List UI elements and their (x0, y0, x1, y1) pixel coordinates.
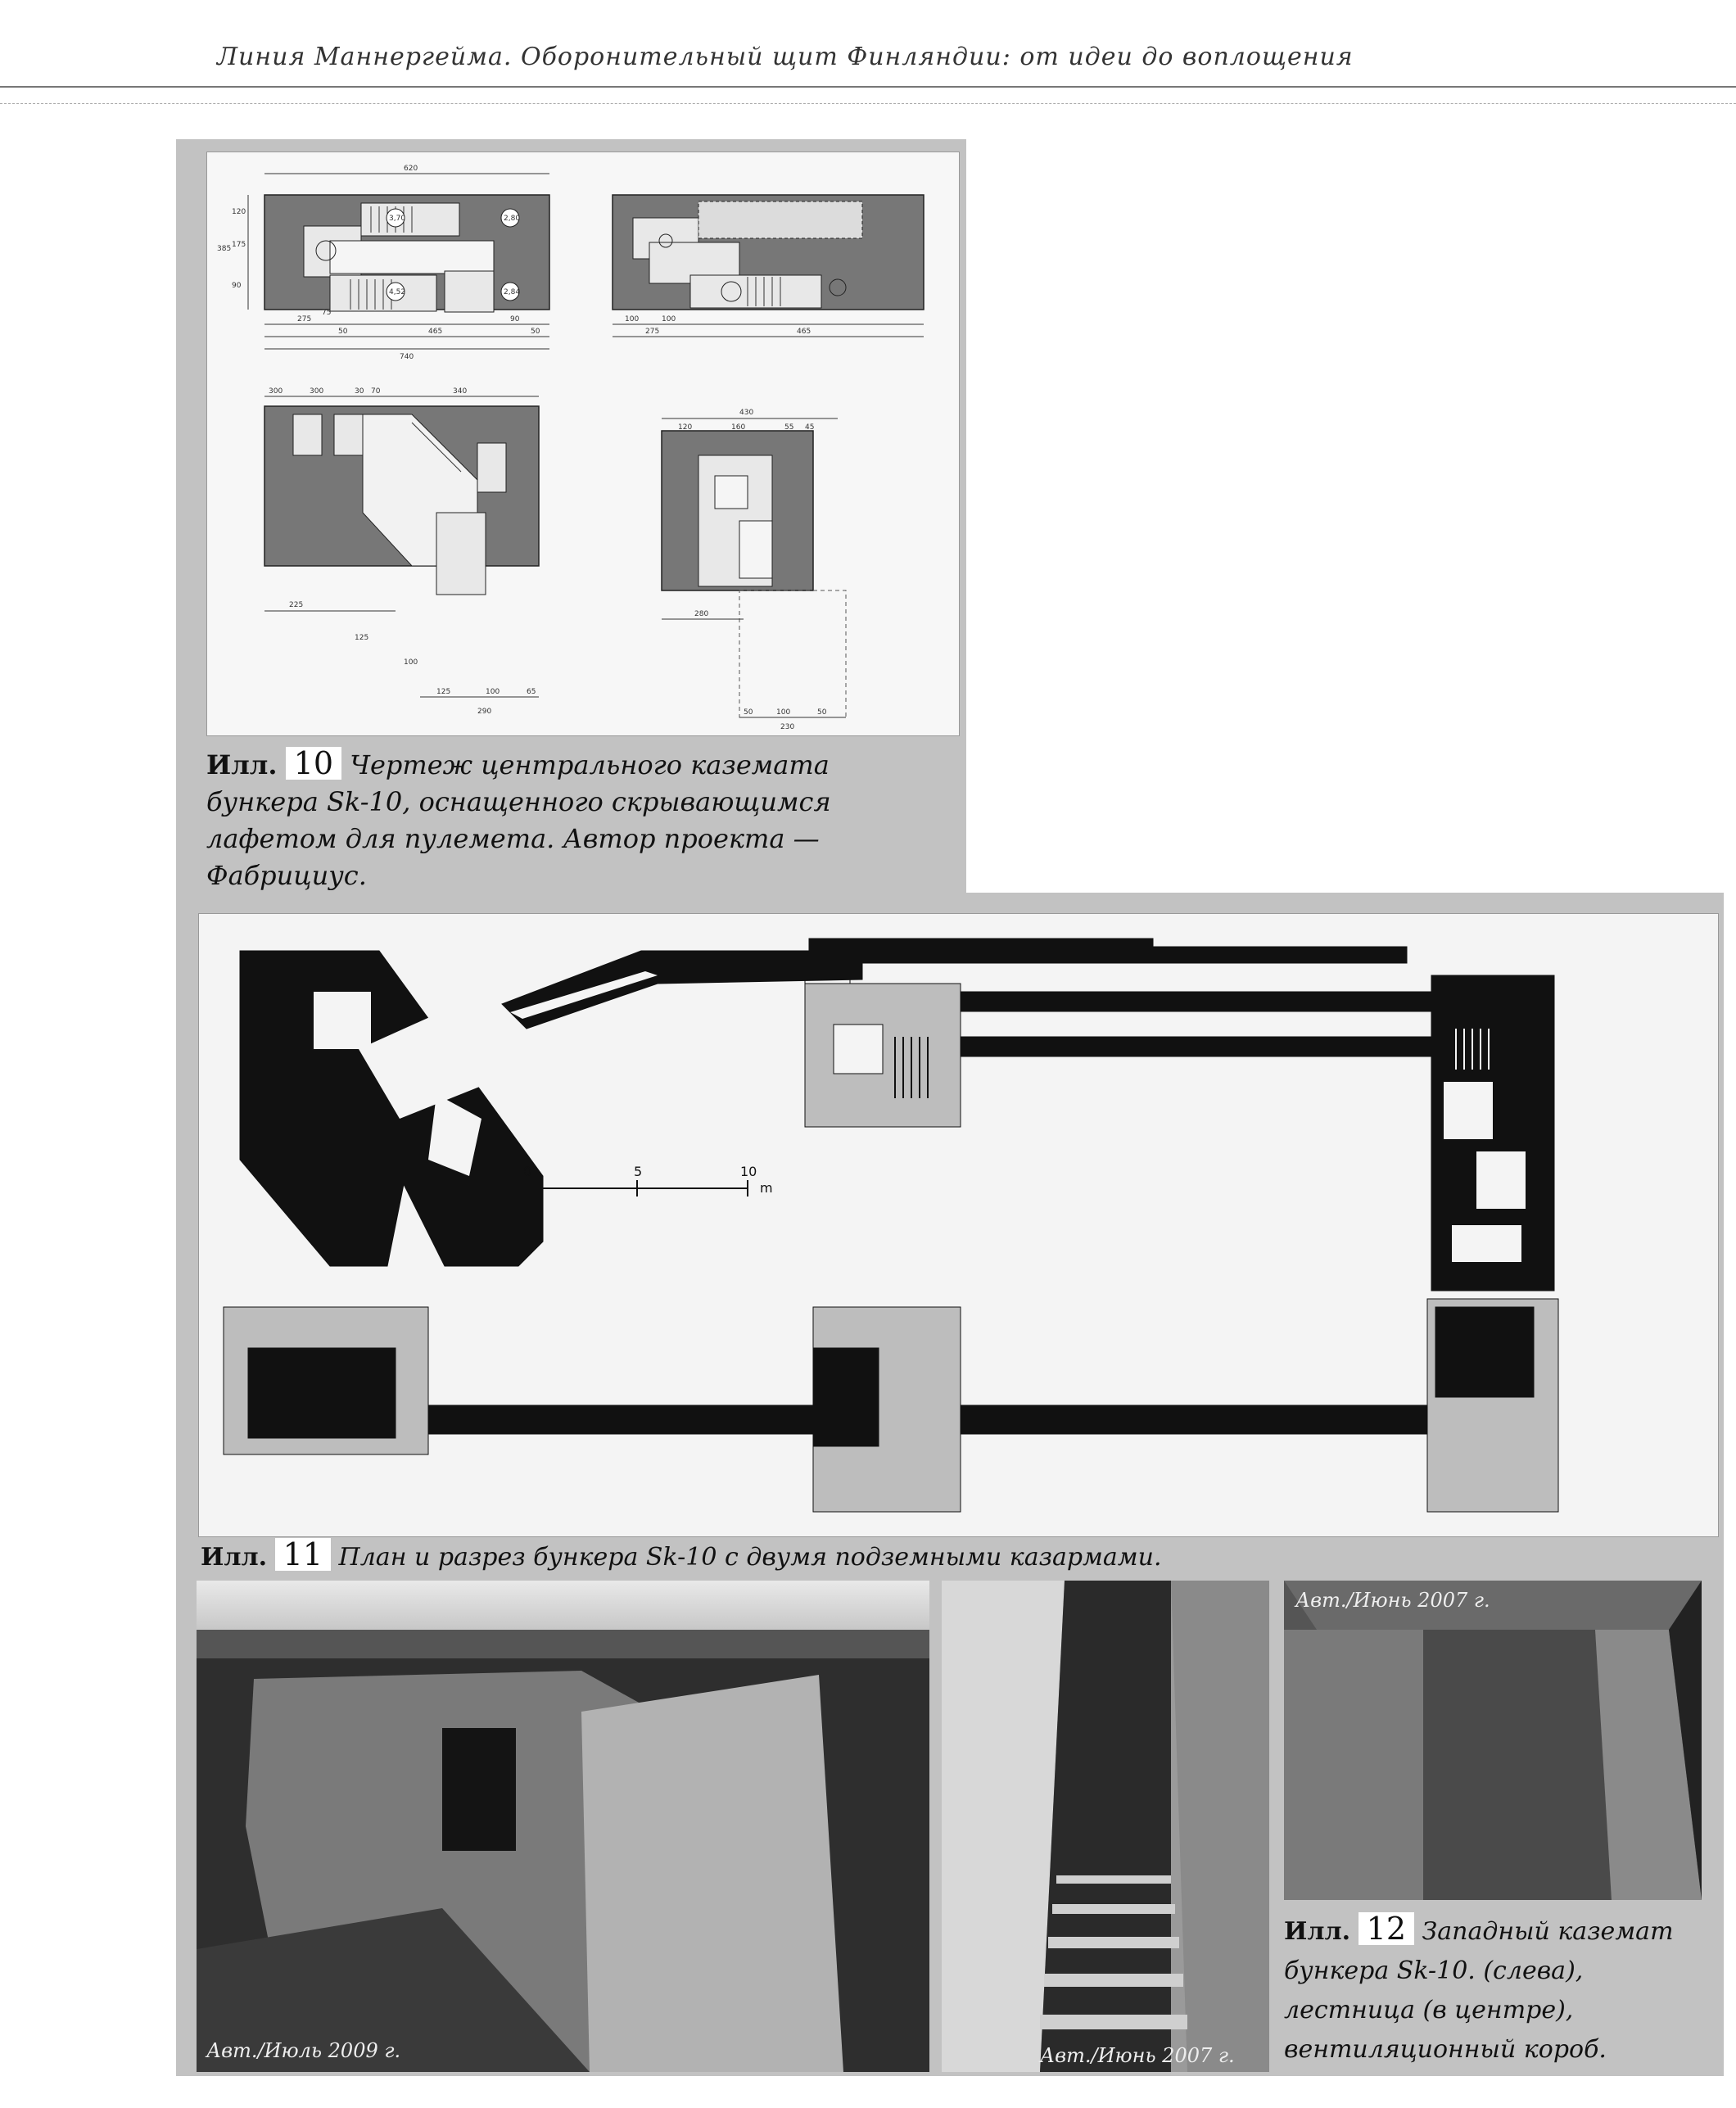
dim-label: 30 (355, 387, 364, 396)
figure11-number: 11 (274, 1538, 331, 1571)
dim-label: 430 (739, 409, 753, 417)
photo-credit: Авт./Июнь 2007 г. (1295, 1589, 1490, 1612)
dim-label: 740 (400, 353, 414, 361)
photo-staircase: Авт./Июнь 2007 г. (942, 1581, 1269, 2072)
figure11-caption-text: План и разрез бункера Sk-10 с двумя подз… (338, 1543, 1162, 1572)
north-gallery-top-east (1046, 946, 1408, 964)
section-bottom-left: 300 300 30 70 340 225 125 100 125 100 65… (264, 387, 540, 716)
dim-label: 100 (625, 315, 639, 323)
photo-credit: Авт./Июнь 2007 г. (1040, 2044, 1235, 2067)
dim-label: 300 (269, 387, 283, 396)
dim-label: 2,84 (504, 288, 520, 296)
dim-label: 50 (817, 708, 827, 717)
bunker-plan-svg: 0 5 10 m (223, 938, 1559, 1513)
figure10-label: Илл. (206, 749, 278, 780)
dim-label: 4,52 (389, 288, 405, 296)
dim-label: 100 (404, 658, 418, 667)
figure10-caption: Илл. 10 Чертеж центрального каземата бун… (206, 747, 943, 894)
figure12-caption-text: Западный каземат бункера Sk-10. (слева),… (1284, 1917, 1674, 2064)
dim-label: 100 (486, 688, 500, 696)
section-gallery-east (960, 1405, 1428, 1435)
dim-label: 45 (805, 423, 814, 432)
dim-label: 50 (744, 708, 753, 717)
dim-label: 225 (289, 601, 303, 609)
dim-label: 175 (232, 241, 246, 249)
figure10-caption-text: Чертеж центрального каземата бункера Sk-… (206, 749, 831, 891)
dim-label: 385 (217, 245, 231, 253)
dim-label: 125 (436, 688, 450, 696)
scale-label-0: 0 (523, 1164, 531, 1179)
scale-unit: m (760, 1180, 773, 1196)
photo-credit: Авт./Июль 2009 г. (206, 2039, 401, 2062)
section-gallery-west (427, 1405, 814, 1435)
dim-label: 620 (404, 165, 418, 173)
casemate-drawings-svg: 3,70 2,80 4,52 2,84 620 120 175 90 385 2… (217, 165, 925, 731)
dim-label: 100 (662, 315, 676, 323)
figure12-label: Илл. (1284, 1917, 1351, 1946)
dim-label: 300 (310, 387, 323, 396)
dim-label: 2,80 (504, 215, 520, 223)
dim-label: 100 (776, 708, 790, 717)
dim-label: 55 (784, 423, 793, 432)
dim-label: 90 (510, 315, 520, 323)
figure12-caption: Илл. 12 Западный каземат бункера Sk-10. … (1284, 1912, 1698, 2070)
dim-label: 125 (355, 634, 368, 642)
dim-label: 275 (297, 315, 311, 323)
north-gallery-east (960, 991, 1436, 1012)
dim-label: 70 (371, 387, 381, 396)
dim-label: 90 (232, 282, 242, 290)
dim-label: 465 (797, 328, 811, 336)
dim-label: 120 (232, 208, 246, 216)
dim-label: 120 (678, 423, 692, 432)
figure12-number: 12 (1358, 1912, 1414, 1945)
dim-label: 160 (731, 423, 745, 432)
figure10-number: 10 (285, 747, 342, 780)
scale-label-10: 10 (740, 1164, 757, 1179)
scale-bar (526, 1180, 748, 1196)
dim-label: 3,70 (389, 215, 405, 223)
photo-casemate-exterior: Авт./Июль 2009 г. (197, 1581, 929, 2072)
inner-gallery (960, 1036, 1436, 1057)
dim-label: 50 (338, 328, 348, 336)
header-rule (0, 86, 1736, 88)
header-rule-dashed (0, 103, 1736, 104)
running-head: Линия Маннергейма. Оборонительный щит Фи… (217, 43, 1354, 71)
north-gallery-west (501, 950, 863, 1029)
dim-label: 465 (428, 328, 442, 336)
dim-label: 230 (780, 723, 794, 731)
dim-label: 275 (645, 328, 659, 336)
west-casemate (239, 950, 544, 1267)
photo-ventilation-box: Авт./Июнь 2007 г. (1284, 1581, 1702, 1900)
dim-label: 65 (527, 688, 536, 696)
section-bottom-right: 430 120 160 55 45 280 50 100 50 230 (661, 409, 847, 731)
dim-label: 50 (531, 328, 540, 336)
dim-label: 280 (694, 610, 708, 618)
figure11-label: Илл. (201, 1543, 268, 1572)
plan-top-right: 100 100 275 465 (612, 194, 925, 337)
figure10-drawing: 3,70 2,80 4,52 2,84 620 120 175 90 385 2… (206, 152, 960, 736)
scale-label-5: 5 (634, 1164, 642, 1179)
figure11-plan: 0 5 10 m (198, 913, 1719, 1537)
plan-top-left: 3,70 2,80 4,52 2,84 620 120 175 90 385 2… (217, 165, 550, 361)
dim-label: 290 (477, 708, 491, 716)
dim-label: 340 (453, 387, 467, 396)
dim-label: 75 (322, 309, 331, 317)
figure11-caption: Илл. 11 План и разрез бункера Sk-10 с дв… (201, 1538, 1511, 1576)
